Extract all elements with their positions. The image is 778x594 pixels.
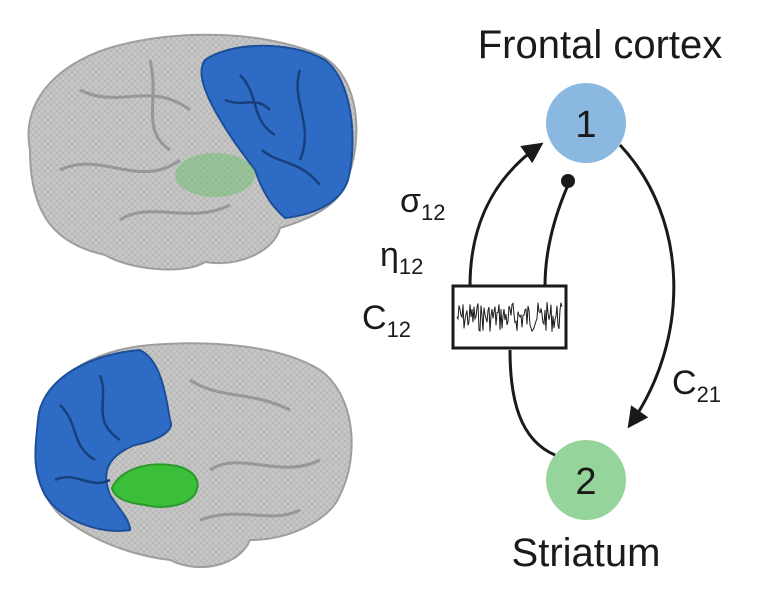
- brain-bottom: [34, 342, 353, 568]
- node-1-circle: [546, 83, 626, 163]
- eta-label: η12: [380, 236, 423, 279]
- striatum-label: Striatum: [512, 531, 661, 575]
- node-2-label: 2: [575, 461, 596, 503]
- c12-label: C12: [362, 299, 411, 342]
- frontal-cortex-top: [200, 44, 354, 220]
- striatum-top: [175, 153, 255, 197]
- brain-bottom-sulci: [189, 378, 321, 522]
- eta-modulation-line: [543, 184, 570, 287]
- frontal-cortex-label: Frontal cortex: [478, 23, 723, 67]
- frontal-cortex-top-sulci: [224, 69, 321, 186]
- striatum-bottom: [110, 463, 199, 508]
- c21-arrow: [618, 143, 676, 429]
- noise-box: [451, 284, 568, 350]
- frontal-cortex-bottom: [34, 348, 172, 532]
- brain-top: [27, 33, 358, 271]
- node-1-label: 1: [575, 104, 596, 146]
- node-2-circle: [546, 440, 626, 520]
- node2-to-noise-line: [508, 349, 556, 457]
- brain-top-sulci: [59, 59, 231, 222]
- sigma-arrow: [468, 142, 544, 287]
- frontal-cortex-bottom-sulci: [54, 374, 121, 485]
- network-diagram: Frontal cortex 1 2 Striatum σ12 η12 C12 …: [362, 23, 722, 575]
- sigma-label: σ12: [400, 182, 445, 225]
- c21-label: C21: [672, 364, 721, 407]
- noise-trace: [456, 302, 563, 333]
- modulation-dot: [561, 174, 575, 188]
